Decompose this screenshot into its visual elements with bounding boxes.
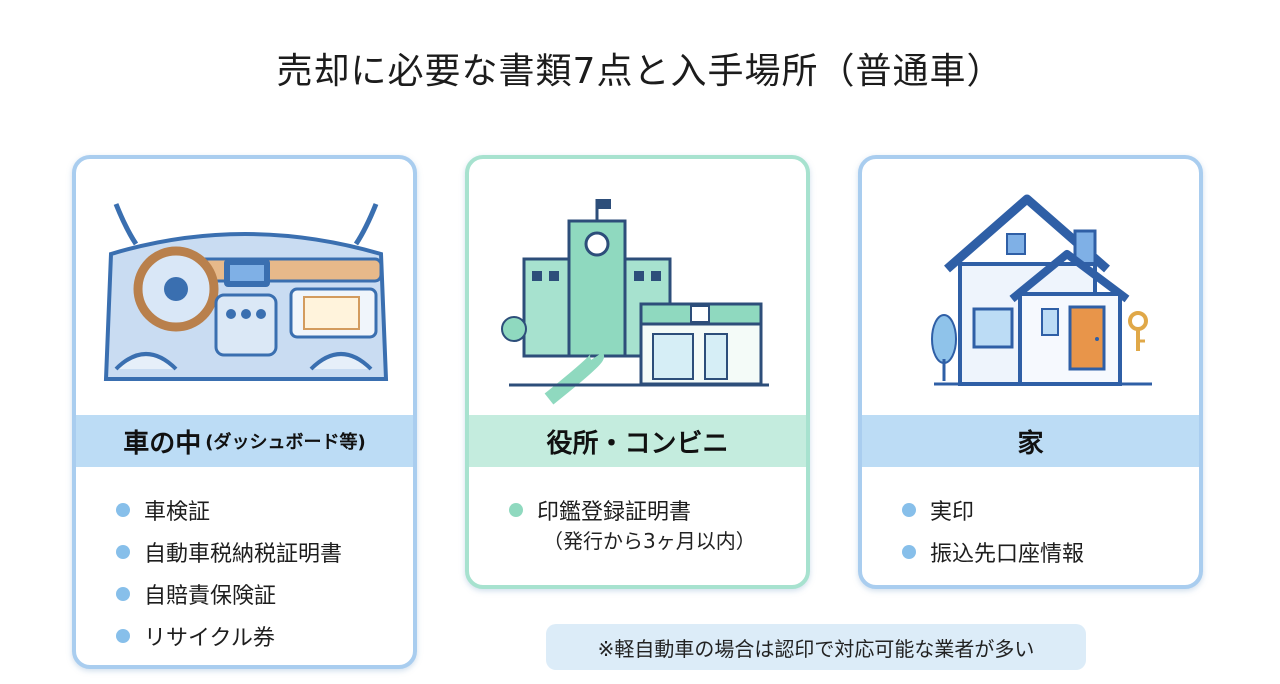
list-item: 振込先口座情報	[902, 531, 1084, 573]
list-item: 車検証	[116, 489, 342, 531]
list-item: 印鑑登録証明書	[509, 489, 691, 531]
card-heading-text: 家	[1017, 428, 1044, 459]
bullet-icon	[116, 629, 130, 643]
house-icon	[931, 194, 1152, 386]
document-list: 実印 振込先口座情報	[902, 489, 1084, 573]
bullet-icon	[902, 545, 916, 559]
city-hall-convenience-store-icon	[501, 199, 769, 405]
car-interior-icon	[103, 203, 389, 381]
item-note: （発行から3ヶ月以内）	[543, 529, 756, 553]
footnote: ※軽自動車の場合は認印で対応可能な業者が多い	[546, 624, 1086, 670]
bullet-icon	[116, 503, 130, 517]
document-list: 車検証 自動車税納税証明書 自賠責保険証 リサイクル券	[116, 489, 342, 657]
bullet-icon	[116, 587, 130, 601]
card-heading-text: 車の中	[123, 428, 202, 459]
bullet-icon	[509, 503, 523, 517]
list-item: 自動車税納税証明書	[116, 531, 342, 573]
document-list: 印鑑登録証明書	[509, 489, 691, 531]
card-heading: 家	[862, 415, 1199, 467]
list-item: リサイクル券	[116, 615, 342, 657]
bullet-icon	[116, 545, 130, 559]
page-title: 売却に必要な書類7点と入手場所（普通車）	[276, 51, 1004, 92]
list-item: 自賠責保険証	[116, 573, 342, 615]
card-heading: 車の中 (ダッシュボード等)	[76, 415, 413, 467]
card-city-hall: 役所・コンビニ 印鑑登録証明書 （発行から3ヶ月以内）	[465, 155, 810, 589]
card-heading-sub: (ダッシュボード等)	[205, 432, 366, 453]
card-heading: 役所・コンビニ	[469, 415, 806, 467]
list-item: 実印	[902, 489, 1084, 531]
card-house: 家 実印 振込先口座情報	[858, 155, 1203, 589]
card-car-interior: 車の中 (ダッシュボード等) 車検証 自動車税納税証明書 自賠責保険証 リサイク…	[72, 155, 417, 669]
bullet-icon	[902, 503, 916, 517]
card-heading-text: 役所・コンビニ	[546, 428, 729, 459]
